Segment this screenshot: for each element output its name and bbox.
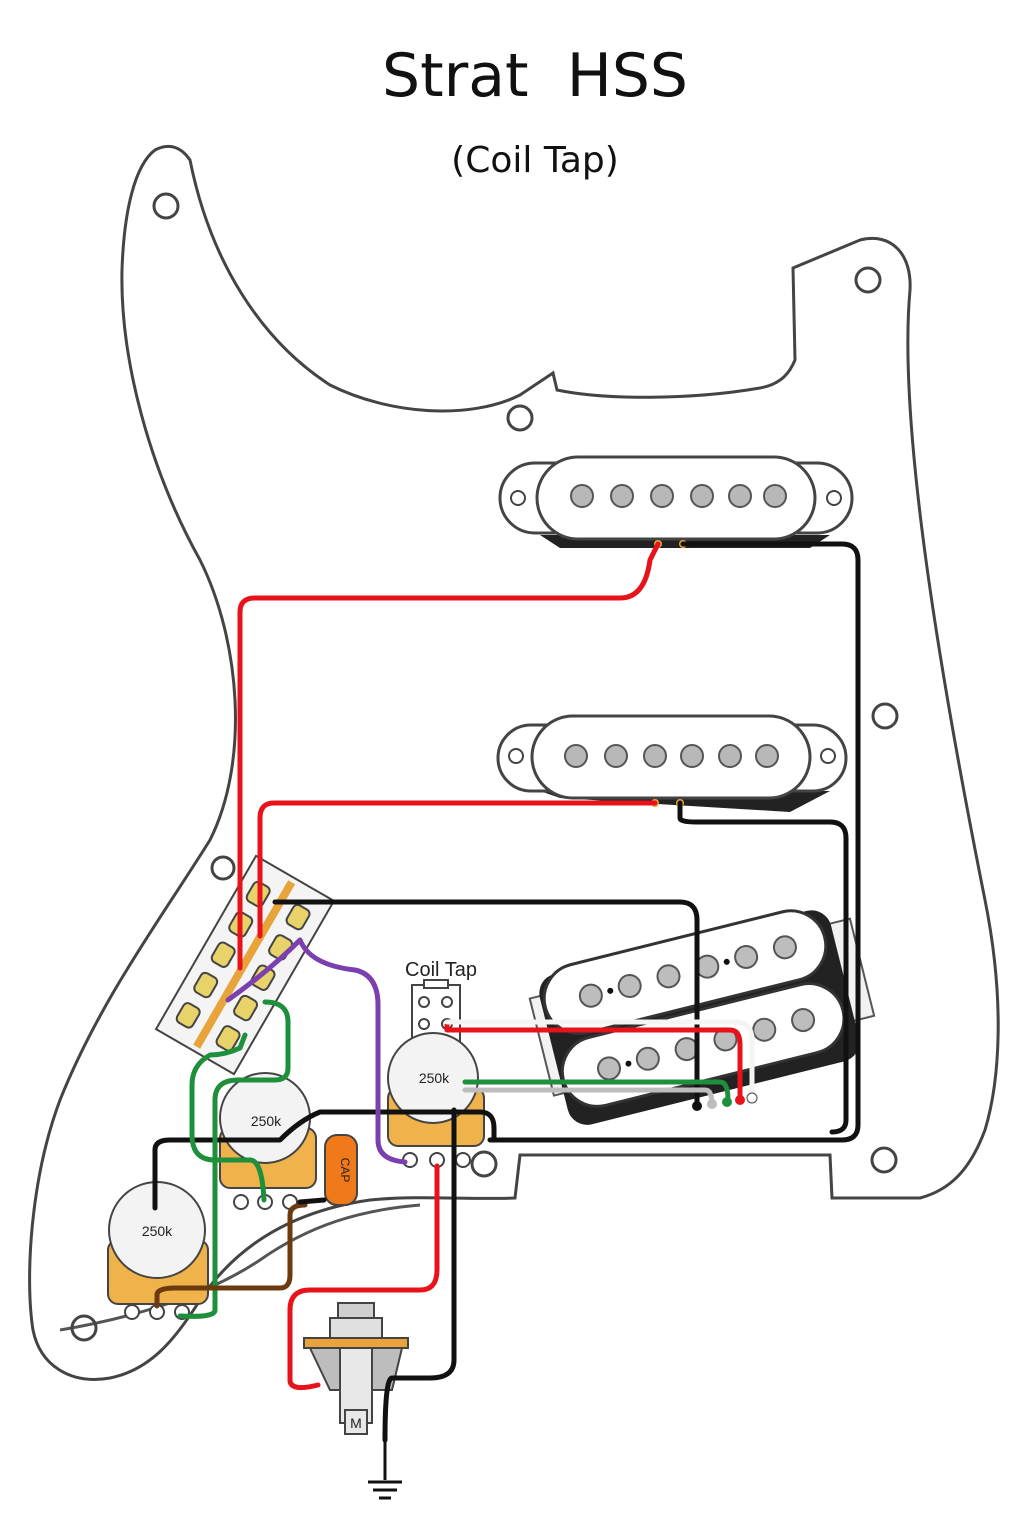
wire-middle-hot — [257, 800, 658, 939]
pickguard-outline — [28, 144, 1000, 1381]
screw-hole-6 — [470, 1150, 498, 1178]
wire-coil-tap-red — [444, 1022, 743, 1103]
wire-switch-ground — [272, 899, 700, 1111]
wire-jack-ground — [382, 1107, 457, 1443]
tone-pot-2-label: 250k — [142, 1223, 173, 1239]
screw-hole-5 — [210, 855, 236, 881]
volume-pot-label: 250k — [419, 1070, 450, 1086]
neck-pickup — [498, 455, 854, 548]
ground-symbol — [368, 1440, 402, 1500]
jack-mark: M — [350, 1415, 362, 1431]
humbucker-wire-ends — [692, 1092, 758, 1111]
capacitor-label: CAP — [338, 1158, 352, 1183]
wire-hb-green — [462, 1079, 731, 1103]
diagram-subtitle: (Coil Tap) — [451, 140, 619, 181]
wire-purple — [225, 937, 408, 1165]
screw-hole-3 — [506, 404, 534, 432]
wire-neck-hot — [237, 541, 661, 971]
wires — [152, 541, 861, 1443]
wire-brown — [154, 1202, 308, 1309]
screw-hole-1 — [152, 192, 180, 220]
screw-hole-2 — [854, 266, 882, 294]
five-way-switch — [154, 854, 336, 1076]
wire-green-tone — [189, 1032, 267, 1203]
wire-coil-tap-white — [444, 1019, 755, 1103]
bridge-humbucker — [528, 909, 876, 1125]
screw-hole-4 — [871, 702, 899, 730]
diagram-title: Strat HSS — [382, 41, 688, 111]
wire-jack-hot — [287, 1163, 440, 1391]
wire-neck-ground — [487, 541, 861, 1143]
capacitor — [324, 1134, 358, 1206]
tone-pot-1-label: 250k — [251, 1113, 282, 1129]
screw-hole-7 — [870, 1146, 898, 1174]
wire-cap-link — [297, 1197, 327, 1205]
wire-ground-bus — [152, 1109, 497, 1211]
wire-green-switch — [177, 999, 291, 1319]
wire-middle-ground — [677, 800, 849, 1135]
screw-hole-8 — [70, 1314, 98, 1342]
pickguard-inner-line — [59, 1203, 421, 1332]
coil-tap-label: Coil Tap — [405, 959, 477, 981]
middle-pickup — [496, 714, 848, 812]
screw-holes — [70, 192, 899, 1342]
output-jack — [303, 1302, 409, 1435]
volume-pot — [387, 1032, 485, 1168]
